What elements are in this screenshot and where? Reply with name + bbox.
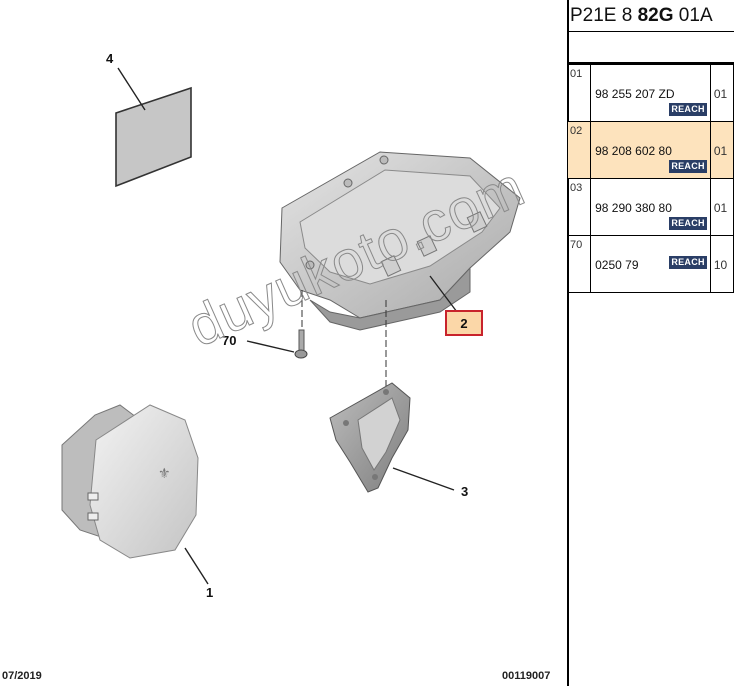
panel-divider <box>567 0 569 686</box>
table-row[interactable]: 03 98 290 380 80 REACH 01 <box>566 178 734 236</box>
part-4-label[interactable] <box>115 67 192 188</box>
reach-badge: REACH <box>669 256 707 269</box>
part-index: 01 <box>566 64 592 122</box>
part-qty: 01 <box>713 201 728 215</box>
part-qty-cell: 01 <box>709 121 734 179</box>
part-qty-cell: 10 <box>709 235 734 293</box>
part-reference: 98 290 380 80 <box>595 201 672 215</box>
callout-4[interactable]: 4 <box>106 51 114 66</box>
part-1-steering-airbag[interactable]: ⚜ <box>61 404 209 585</box>
callout-3[interactable]: 3 <box>461 484 469 499</box>
parts-list-panel: P21E 8 82G 01A 01 98 255 207 ZD REACH 01… <box>566 0 734 686</box>
part-qty-cell: 01 <box>709 178 734 236</box>
part-reference-cell[interactable]: 0250 79 REACH <box>590 235 711 293</box>
part-index: 70 <box>566 235 592 293</box>
part-qty-cell: 01 <box>709 64 734 122</box>
callout-2-selected[interactable]: 2 <box>445 310 483 336</box>
part-qty: 01 <box>713 144 728 158</box>
part-70-screw[interactable] <box>246 329 308 359</box>
part-reference: 98 208 602 80 <box>595 144 672 158</box>
part-qty: 01 <box>713 87 728 101</box>
exploded-parts-diagram: ⚜ 4 2 70 3 1 duyukoto.com 07/2019 001190… <box>2 51 551 682</box>
title-bold-code: 82G <box>637 5 674 26</box>
table-row[interactable]: 70 0250 79 REACH 10 <box>566 235 734 293</box>
title-suffix: 01A <box>673 5 713 26</box>
parts-illustration: ⚜ <box>61 67 521 585</box>
callout-1[interactable]: 1 <box>206 585 214 600</box>
part-reference-cell[interactable]: 98 255 207 ZD REACH <box>590 64 711 122</box>
panel-title: P21E 8 82G 01A <box>569 0 734 32</box>
reach-badge: REACH <box>669 217 707 230</box>
table-row[interactable]: 01 98 255 207 ZD REACH 01 <box>566 64 734 122</box>
part-reference: 98 255 207 ZD <box>595 87 675 101</box>
title-prefix: P21E 8 <box>570 5 638 26</box>
part-reference-cell[interactable]: 98 290 380 80 REACH <box>590 178 711 236</box>
part-3-bracket[interactable] <box>329 382 455 493</box>
panel-subheader <box>569 33 734 64</box>
svg-text:⚜: ⚜ <box>158 466 171 482</box>
reach-badge: REACH <box>669 103 707 116</box>
part-qty: 10 <box>713 258 728 272</box>
diagram-code: 00119007 <box>502 670 551 682</box>
part-2-airbag-module[interactable] <box>279 151 521 331</box>
reach-badge: REACH <box>669 160 707 173</box>
parts-table: 01 98 255 207 ZD REACH 01 02 98 208 602 … <box>566 64 734 293</box>
part-reference: 0250 79 <box>595 258 639 272</box>
part-index: 02 <box>566 121 592 179</box>
callout-70[interactable]: 70 <box>222 333 237 348</box>
diagram-date: 07/2019 <box>2 670 42 682</box>
part-reference-cell[interactable]: 98 208 602 80 REACH <box>590 121 711 179</box>
table-row-selected[interactable]: 02 98 208 602 80 REACH 01 <box>566 121 734 179</box>
part-index: 03 <box>566 178 592 236</box>
